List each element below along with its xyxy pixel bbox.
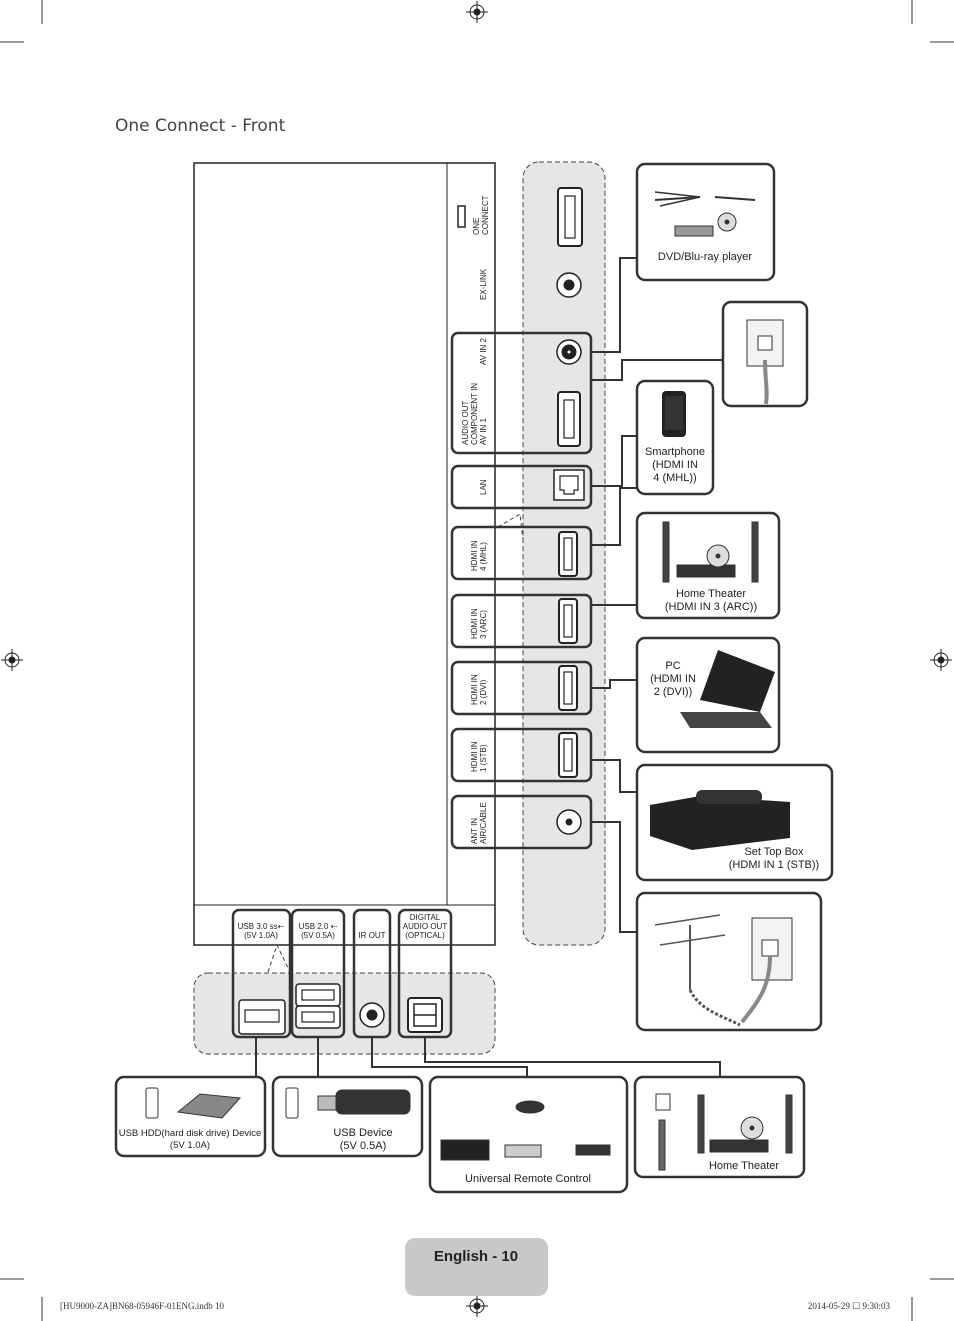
usb-device-illustration xyxy=(285,1087,411,1119)
registration-mark-bottom xyxy=(466,1295,488,1317)
label-usb3: USB 3.0 ss⇠(5V 1.0A) xyxy=(238,922,285,940)
page-title: One Connect - Front xyxy=(115,116,286,136)
connector-lines xyxy=(255,257,723,1077)
label-dvd: DVD/Blu-ray player xyxy=(658,251,752,263)
label-remote: Universal Remote Control xyxy=(465,1173,591,1185)
page-number: English - 10 xyxy=(434,1248,518,1265)
label-usb2: USB 2.0 ⇠(5V 0.5A) xyxy=(299,922,338,940)
footer-right: 2014-05-29 ☐ 9:30:03 xyxy=(808,1301,891,1311)
dvd-box xyxy=(635,162,776,282)
line-smartphone-hdmi4 xyxy=(591,487,637,546)
label-hdmi3: HDMI IN3 (ARC) xyxy=(470,608,488,639)
dvd-illustration xyxy=(654,191,756,237)
ant-port-icon xyxy=(556,809,582,835)
usb3-group-outline xyxy=(231,908,292,1039)
ir-out-port-icon xyxy=(359,1002,385,1028)
ex-link-port-icon xyxy=(556,272,582,298)
page-number-tab xyxy=(405,1238,548,1296)
label-av-in-1: AUDIO OUTCOMPONENT INAV IN 1 xyxy=(461,383,488,445)
hdmi1-port-icon xyxy=(558,732,578,778)
remote-box xyxy=(428,1075,629,1194)
av-group-outline xyxy=(450,331,593,455)
hdmi3-group-outline xyxy=(450,593,593,649)
label-home-theater-arc: Home Theater(HDMI IN 3 (ARC)) xyxy=(665,588,757,613)
lan-port-icon xyxy=(553,469,585,501)
bottom-ports xyxy=(238,983,443,1035)
one-connect-body xyxy=(193,162,496,946)
registration-mark-left xyxy=(1,649,23,671)
av-in-1-port-icon xyxy=(557,391,581,447)
footer-left: [HU9000-ZA]BN68-05946F-01ENG.indb 10 xyxy=(60,1301,224,1311)
label-ant: ANT INAIR/CABLE xyxy=(470,802,488,844)
zoom-pointer-bottom xyxy=(267,943,291,973)
line-remote xyxy=(371,1037,528,1077)
hdmi2-port-icon xyxy=(558,665,578,711)
av-in-2-port-icon xyxy=(556,339,582,365)
label-hdmi1: HDMI IN1 (STB) xyxy=(470,741,488,772)
line-home-theater-opt xyxy=(424,1037,721,1077)
label-av-in-2: AV IN 2 xyxy=(479,337,488,365)
label-one-connect: ONECONNECT xyxy=(472,195,490,235)
home-theater-opt-illustration xyxy=(655,1093,793,1171)
smartphone-illustration xyxy=(662,391,686,437)
line-smartphone xyxy=(591,435,637,487)
stb-illustration xyxy=(650,790,790,850)
pc-illustration xyxy=(680,650,775,728)
antenna-box xyxy=(635,891,823,1032)
antenna-illustration xyxy=(654,914,793,1027)
label-ir-out: IR OUT xyxy=(358,931,385,940)
line-lan xyxy=(591,359,723,381)
label-usb-device: USB Device(5V 0.5A) xyxy=(333,1127,392,1152)
line-pc xyxy=(591,679,637,689)
label-stb: Set Top Box(HDMI IN 1 (STB)) xyxy=(729,846,819,871)
panel-labels: ONECONNECT EX-LINK AV IN 2 AUDIO OUTCOMP… xyxy=(461,195,490,844)
registration-mark-top xyxy=(466,1,488,23)
label-usb-hdd: USB HDD(hard disk drive) Device(5V 1.0A) xyxy=(119,1128,262,1151)
smartphone-box xyxy=(635,379,715,496)
hdmi3-port-icon xyxy=(558,598,578,644)
usb2-port-icon xyxy=(295,983,341,1029)
label-lan: LAN xyxy=(479,479,488,495)
optical-port-icon xyxy=(407,997,443,1033)
zoom-pointer-right xyxy=(497,513,524,541)
registration-mark-right xyxy=(930,649,952,671)
one-connect-port-symbol xyxy=(457,205,466,228)
remote-illustration xyxy=(440,1100,611,1161)
line-stb xyxy=(591,759,637,793)
label-home-theater-opt: Home Theater xyxy=(709,1160,779,1172)
line-antenna xyxy=(591,821,637,933)
usb-hdd-illustration xyxy=(145,1087,242,1119)
right-ports xyxy=(553,187,585,835)
lan-wall-illustration xyxy=(746,319,784,405)
one-connect-port-icon xyxy=(557,187,583,247)
label-hdmi4: HDMI IN4 (MHL) xyxy=(470,540,488,571)
label-ex-link: EX-LINK xyxy=(479,268,488,300)
usb3-port-icon xyxy=(238,999,286,1035)
home-theater-arc-illustration xyxy=(662,521,759,583)
label-hdmi2: HDMI IN2 (DVI) xyxy=(470,674,488,705)
hdmi1-group-outline xyxy=(450,727,593,783)
hdmi4-group-outline xyxy=(450,525,593,581)
hdmi4-port-icon xyxy=(558,531,578,577)
line-dvd xyxy=(591,257,637,353)
bottom-labels: USB 3.0 ss⇠(5V 1.0A) USB 2.0 ⇠(5V 0.5A) … xyxy=(238,913,448,940)
